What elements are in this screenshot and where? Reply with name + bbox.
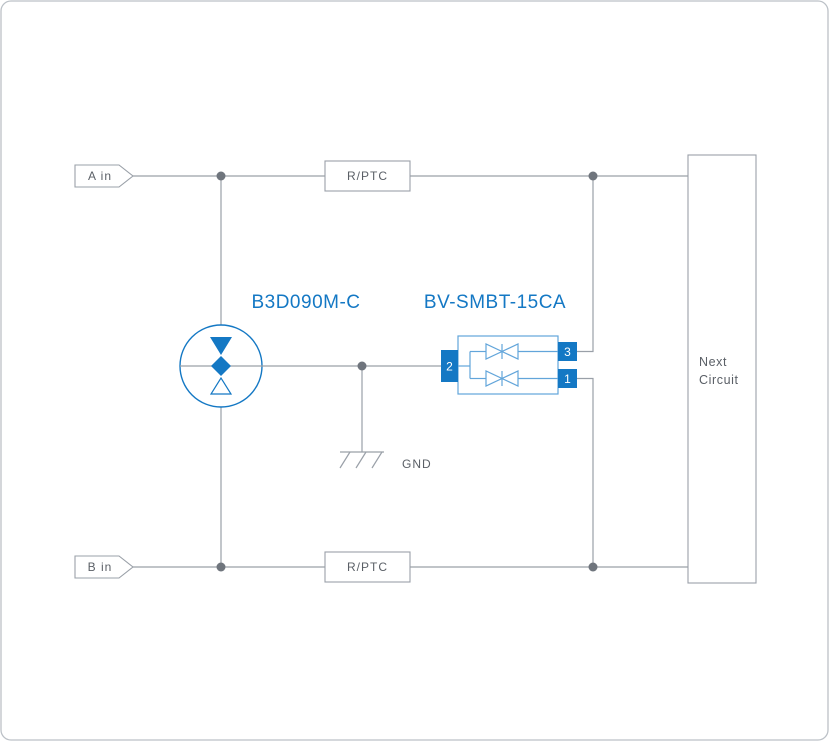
ground-hatch-icon [339,451,351,469]
rptc-bottom-label: R/PTC [347,560,388,574]
connector-b-in: B in [74,555,134,579]
gdt-triangle-down-icon [210,337,232,355]
next-circuit-label-line2: Circuit [699,373,739,387]
tvs-pin-1-label: 1 [564,372,571,386]
connector-a-in-shape [74,164,134,188]
tvs-pin-2-label: 2 [446,360,453,374]
ground-hatch-icon [355,451,367,469]
ground-symbol: GND [339,451,432,471]
wire-tvs-pin1 [577,377,594,567]
gdt-diamond-icon [211,356,231,376]
tvs-diode-icon [485,370,504,387]
junction-dot [357,361,367,371]
tvs-pin-1 [558,369,577,388]
rptc-top-box [324,160,411,192]
connector-b-in-label: B in [88,560,113,574]
tvs-part-number-label: BV-SMBT-15CA [424,292,566,313]
connector-a-in: A in [74,164,134,188]
tvs-body [457,335,559,395]
rptc-top-component: R/PTC [324,160,411,192]
gdt-triangle-up-icon [209,376,233,395]
tvs-diode-icon [485,343,504,360]
connector-b-in-shape [74,555,134,579]
tvs-component: 2 3 1 [441,335,577,395]
ground-label: GND [402,457,432,471]
rptc-top-label: R/PTC [347,169,388,183]
ground-hatch-icon [371,451,383,469]
tvs-pin-3-label: 3 [564,345,571,359]
rptc-bottom-box [324,551,411,583]
tvs-pin-2 [441,350,458,382]
next-circuit-component: Next Circuit [687,154,757,584]
junction-dot [216,562,226,572]
connector-a-in-label: A in [88,169,112,183]
next-circuit-box [687,154,757,584]
junction-dot [588,562,598,572]
junction-dots [216,171,598,572]
junction-dot [216,171,226,181]
junction-dot [588,171,598,181]
gdt-part-number-label: B3D090M-C [251,292,360,313]
tvs-pin-3 [558,342,577,361]
wire-tvs-pin3 [577,176,594,353]
rptc-bottom-component: R/PTC [324,551,411,583]
gdt-component [179,324,441,408]
next-circuit-label-line1: Next [699,355,727,369]
